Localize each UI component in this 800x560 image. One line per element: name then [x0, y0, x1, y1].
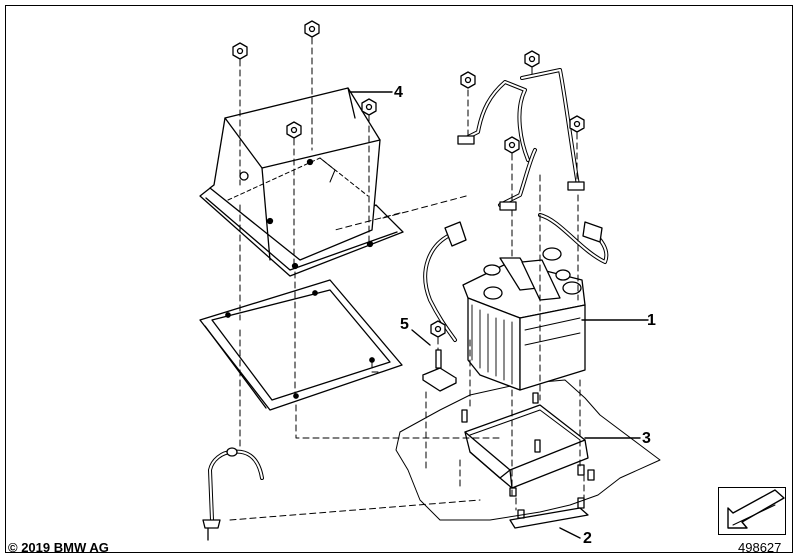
retaining-bracket	[457, 68, 585, 211]
callout-4[interactable]: 4	[394, 84, 403, 101]
diagram-frame	[5, 5, 793, 553]
assembly-lines	[229, 37, 585, 521]
battery-cover	[199, 87, 404, 277]
battery	[462, 247, 586, 391]
callout-2[interactable]: 2	[583, 530, 592, 547]
callout-1[interactable]: 1	[647, 312, 656, 329]
battery-tray	[461, 392, 595, 497]
leader-lines	[349, 91, 649, 539]
clamp-strip	[509, 497, 589, 529]
battery-cable	[423, 221, 467, 342]
spacer-pad	[422, 349, 457, 392]
gasket	[199, 279, 403, 411]
vent-hose	[202, 447, 264, 541]
diagram-number: 498627	[738, 540, 782, 555]
positive-cable	[538, 213, 609, 264]
nuts	[232, 20, 585, 338]
callout-5[interactable]: 5	[400, 316, 409, 333]
callout-3[interactable]: 3	[642, 430, 651, 447]
navigation-button[interactable]	[718, 487, 786, 535]
copyright-text: © 2019 BMW AG	[8, 540, 109, 555]
arrow-navigation-icon	[727, 489, 785, 529]
